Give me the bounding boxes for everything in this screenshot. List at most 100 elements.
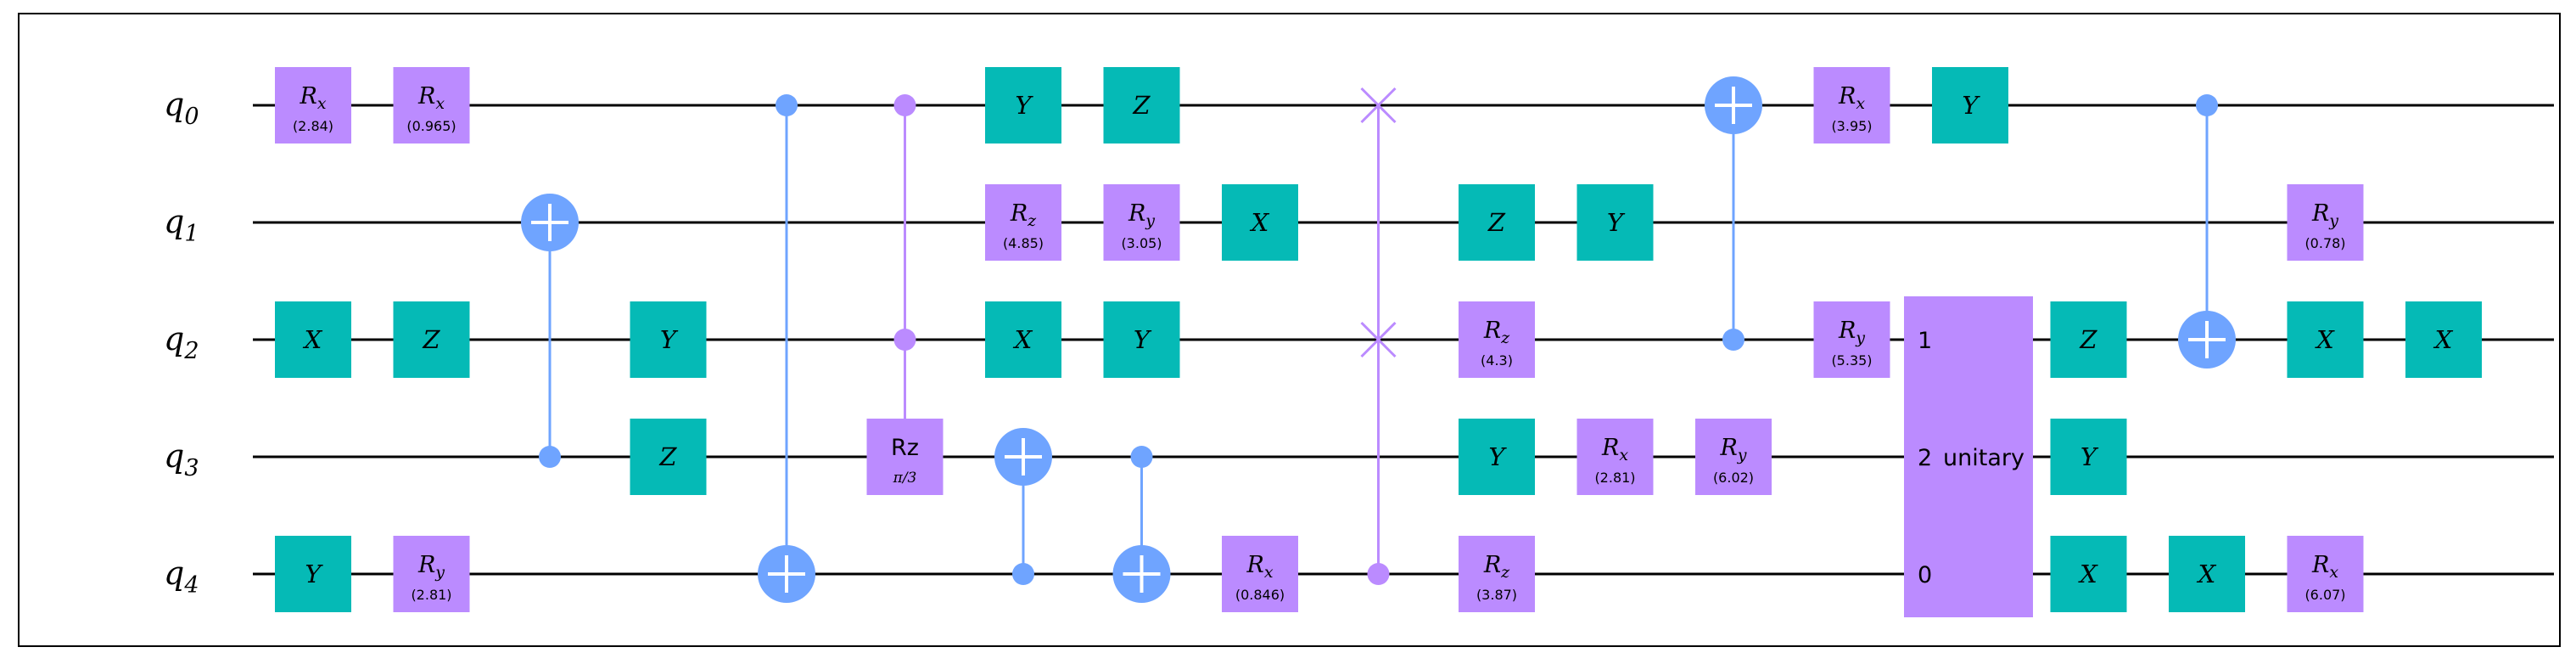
unitary-port-label: 2 — [1918, 445, 1932, 471]
gate-name: X — [1013, 325, 1033, 354]
multi-controlled-rz-gate: Rzπ/3 — [866, 94, 944, 495]
gate: Rz(4.85) — [985, 184, 1061, 261]
gate: Ry(2.81) — [393, 536, 470, 612]
target-plus-icon — [2178, 311, 2236, 369]
gate: X — [275, 301, 351, 378]
gate-box — [393, 301, 470, 378]
gate-box — [1459, 184, 1535, 261]
gate-box — [2050, 536, 2127, 612]
qubit-index: 4 — [183, 572, 199, 599]
cnot-gate — [1705, 76, 1762, 351]
gate: Y — [1103, 301, 1180, 378]
gate-name: Z — [422, 325, 440, 354]
gate-box — [1459, 301, 1535, 378]
gate-name: X — [303, 325, 323, 354]
gate-box — [2287, 536, 2364, 612]
gate-name: Y — [660, 325, 679, 354]
gate-box — [2287, 301, 2364, 378]
gate-box — [1103, 67, 1180, 143]
gate-name: X — [2078, 560, 2098, 588]
gate: Ry(0.78) — [2287, 184, 2364, 261]
gate: Z — [1459, 184, 1535, 261]
gate-axis: x — [1264, 563, 1274, 582]
gate-box — [985, 184, 1061, 261]
gate: Y — [2050, 419, 2127, 495]
gate-box — [1576, 184, 1654, 261]
gate: Rz(3.87) — [1459, 536, 1535, 612]
target-plus-icon — [994, 428, 1052, 486]
gate-box — [1222, 536, 1298, 612]
gate-name: Y — [1962, 91, 1980, 120]
gate-parameter: (3.87) — [1476, 587, 1517, 603]
gate-parameter: (0.846) — [1235, 587, 1285, 603]
qubit-label: q4 — [164, 554, 199, 599]
gate: Z — [393, 301, 470, 378]
gate-box — [1904, 296, 2033, 617]
control-dot — [776, 94, 798, 116]
gate: Y — [1932, 67, 2008, 143]
qubit-label: q1 — [164, 203, 199, 247]
control-dot — [1012, 563, 1034, 585]
gate-axis: z — [1500, 329, 1510, 347]
qubit-index: 2 — [183, 338, 199, 364]
control-dot — [2196, 94, 2218, 116]
gate-axis: y — [1737, 446, 1747, 464]
gate-axis: x — [1856, 94, 1865, 113]
control-dot — [539, 446, 561, 468]
gate-parameter: (2.81) — [411, 587, 451, 603]
qubit-label: q3 — [164, 437, 199, 481]
gate-box — [1459, 536, 1535, 612]
gate-axis: x — [2329, 563, 2338, 582]
gate-parameter: (3.95) — [1831, 118, 1872, 134]
gate-box — [1813, 67, 1890, 143]
gate-name: Z — [1487, 208, 1506, 237]
gate-name: Z — [1132, 91, 1151, 120]
gate: Rx(2.84) — [275, 67, 351, 143]
gate: Y — [275, 536, 351, 612]
gate: Rx(0.846) — [1222, 536, 1298, 612]
gate-name: Y — [1134, 325, 1152, 354]
gate-parameter: (6.02) — [1713, 470, 1754, 486]
gate-box — [393, 536, 470, 612]
controlled-swap-gate — [1360, 87, 1397, 585]
gate: X — [2405, 301, 2482, 378]
gate: Y — [630, 301, 707, 378]
gate-name: Z — [658, 442, 677, 471]
gate-box — [1222, 184, 1298, 261]
target-plus-icon — [758, 545, 815, 603]
gate-box — [1459, 419, 1535, 495]
gate: X — [2169, 536, 2245, 612]
gate: X — [1222, 184, 1298, 261]
gate-name: Y — [305, 560, 323, 588]
target-plus-icon — [1705, 76, 1762, 134]
qubit-index: 0 — [184, 104, 199, 130]
swap-cross-icon — [1360, 87, 1397, 124]
gate-box — [866, 419, 944, 495]
gate: X — [985, 301, 1061, 378]
gate-name: Rz — [891, 435, 919, 461]
unitary-port-label: 0 — [1918, 562, 1932, 588]
gate-box — [1813, 301, 1890, 378]
gate-box — [2405, 301, 2482, 378]
control-dot — [1130, 446, 1153, 468]
gate-box — [630, 301, 707, 378]
gate-axis: x — [1619, 446, 1628, 464]
gate-parameter: (2.84) — [293, 118, 333, 134]
gate-name: X — [2433, 325, 2454, 354]
gate-box — [1576, 419, 1654, 495]
qubit-label: q0 — [164, 86, 199, 130]
qubit-index: 3 — [184, 455, 199, 481]
gate: Z — [1103, 67, 1180, 143]
gate-axis: y — [1855, 329, 1865, 347]
gate-name: X — [2315, 325, 2335, 354]
gate-layer: Rzπ/3120unitaryRx(2.84)XYRx(0.965)ZRy(2.… — [275, 67, 2482, 617]
gate-axis: y — [434, 563, 445, 582]
gate-name: Y — [1607, 208, 1626, 237]
gate-box — [985, 67, 1061, 143]
gate: Rx(0.965) — [393, 67, 470, 143]
control-dot — [1367, 563, 1390, 585]
gate-parameter: (0.78) — [2304, 235, 2345, 251]
